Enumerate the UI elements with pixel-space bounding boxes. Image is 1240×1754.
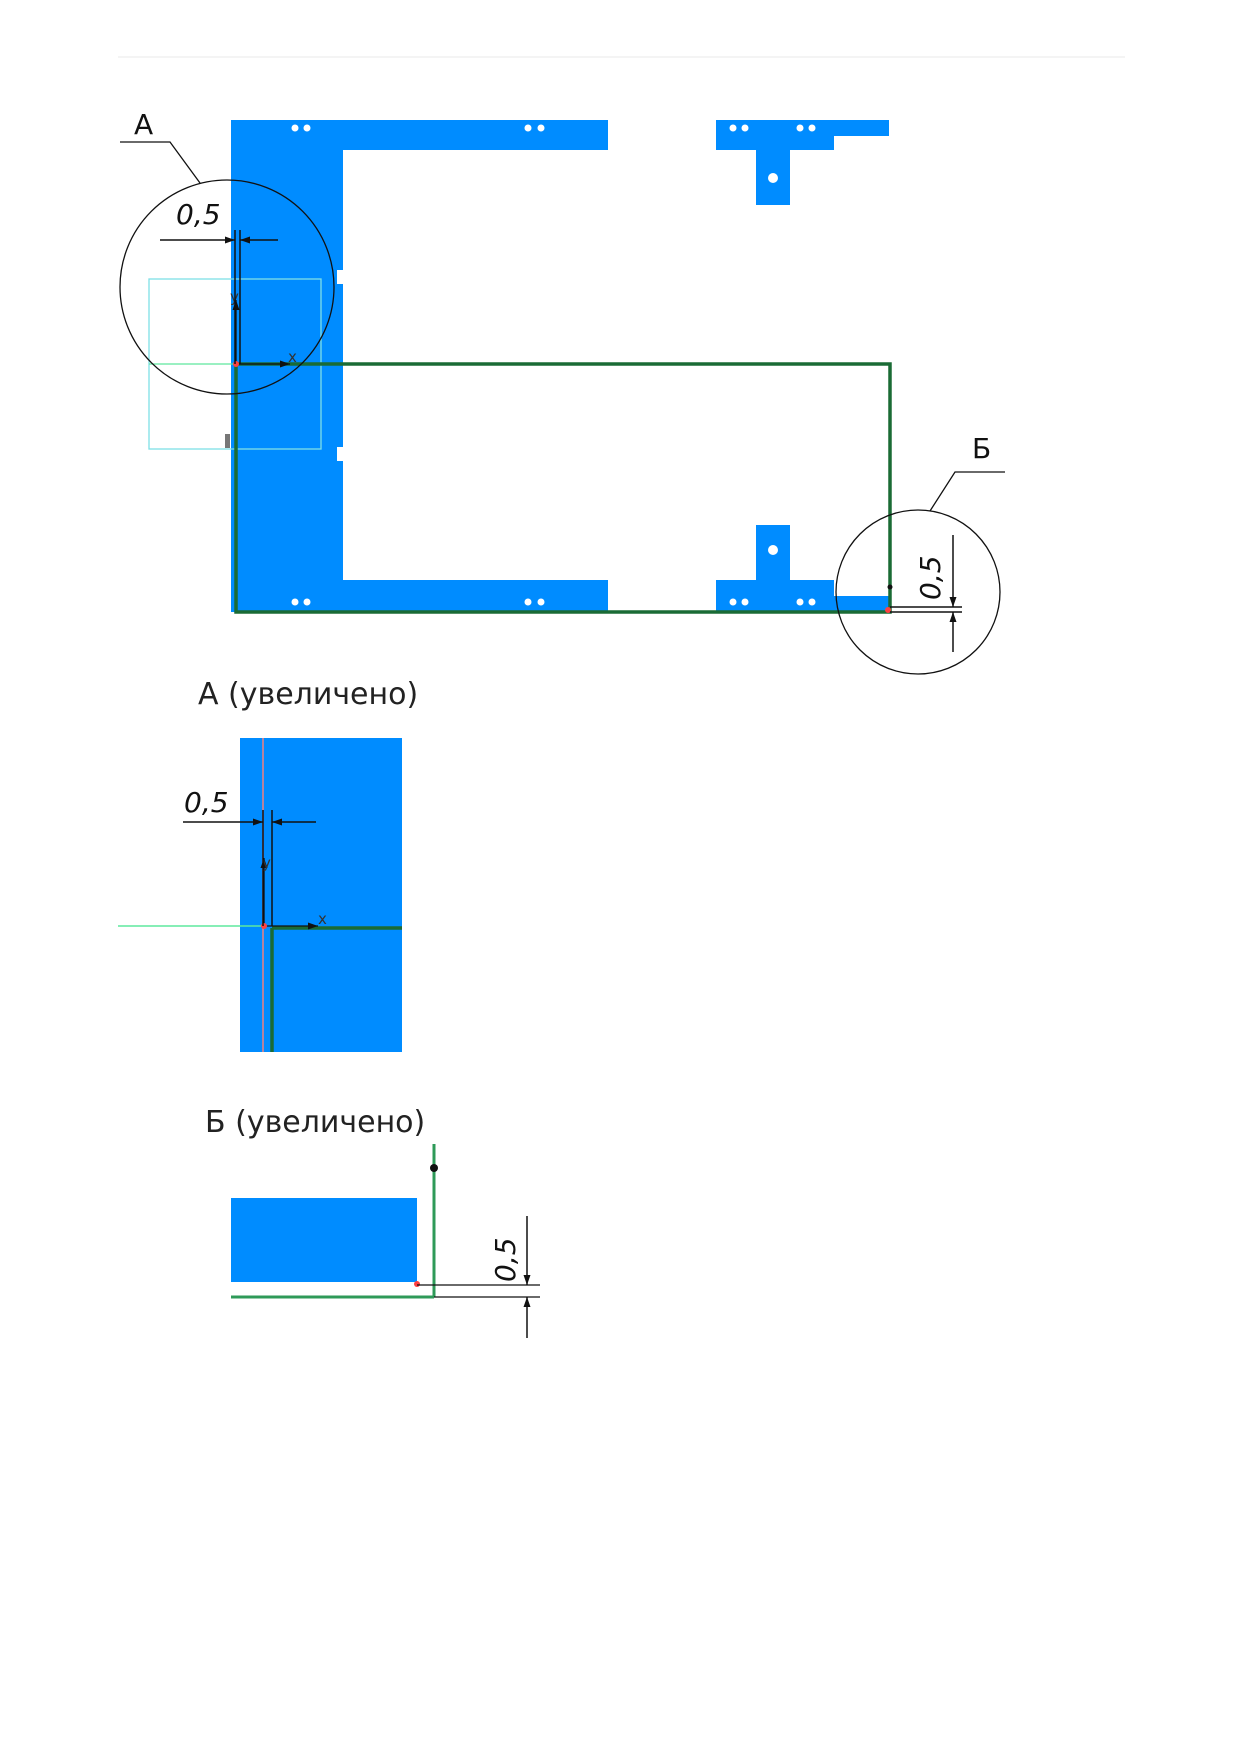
detail-a-x-label: x	[318, 910, 327, 928]
leader-b	[929, 471, 1005, 512]
detail-b-part	[231, 1198, 417, 1282]
contour-point	[887, 584, 893, 590]
dim-a-value: 0,5	[176, 198, 221, 231]
main-view: y x 0,5 А 0,5 Б	[119, 108, 1005, 675]
detail-view-b: Б (увеличено) 0,5	[205, 1105, 540, 1338]
blue-part	[231, 120, 889, 612]
leader-a	[120, 141, 201, 184]
detail-circle-a	[119, 179, 335, 395]
inner-notches	[337, 270, 345, 461]
view-a-letter: А	[134, 108, 153, 141]
corner-point	[885, 607, 891, 613]
origin-point	[233, 361, 239, 367]
detail-a-part	[240, 738, 402, 1052]
view-b-letter: Б	[972, 432, 991, 465]
detail-b-corner-point	[414, 1281, 420, 1287]
detail-b-dim-value: 0,5	[489, 1237, 522, 1282]
dim-b-value: 0,5	[914, 555, 947, 600]
detail-view-a: А (увеличено) y x 0,5	[118, 677, 418, 1052]
detail-a-origin-point	[261, 923, 267, 929]
caption-detail-a: А (увеличено)	[198, 677, 418, 712]
caption-detail-b: Б (увеличено)	[205, 1105, 425, 1140]
detail-a-y-label: y	[262, 854, 271, 872]
detail-a-dim-value: 0,5	[184, 786, 229, 819]
x-axis-label: x	[288, 348, 297, 366]
marker-tick	[225, 434, 230, 448]
holes	[291, 124, 816, 606]
detail-circle-b	[835, 509, 1001, 675]
detail-b-contour-point	[430, 1164, 438, 1172]
